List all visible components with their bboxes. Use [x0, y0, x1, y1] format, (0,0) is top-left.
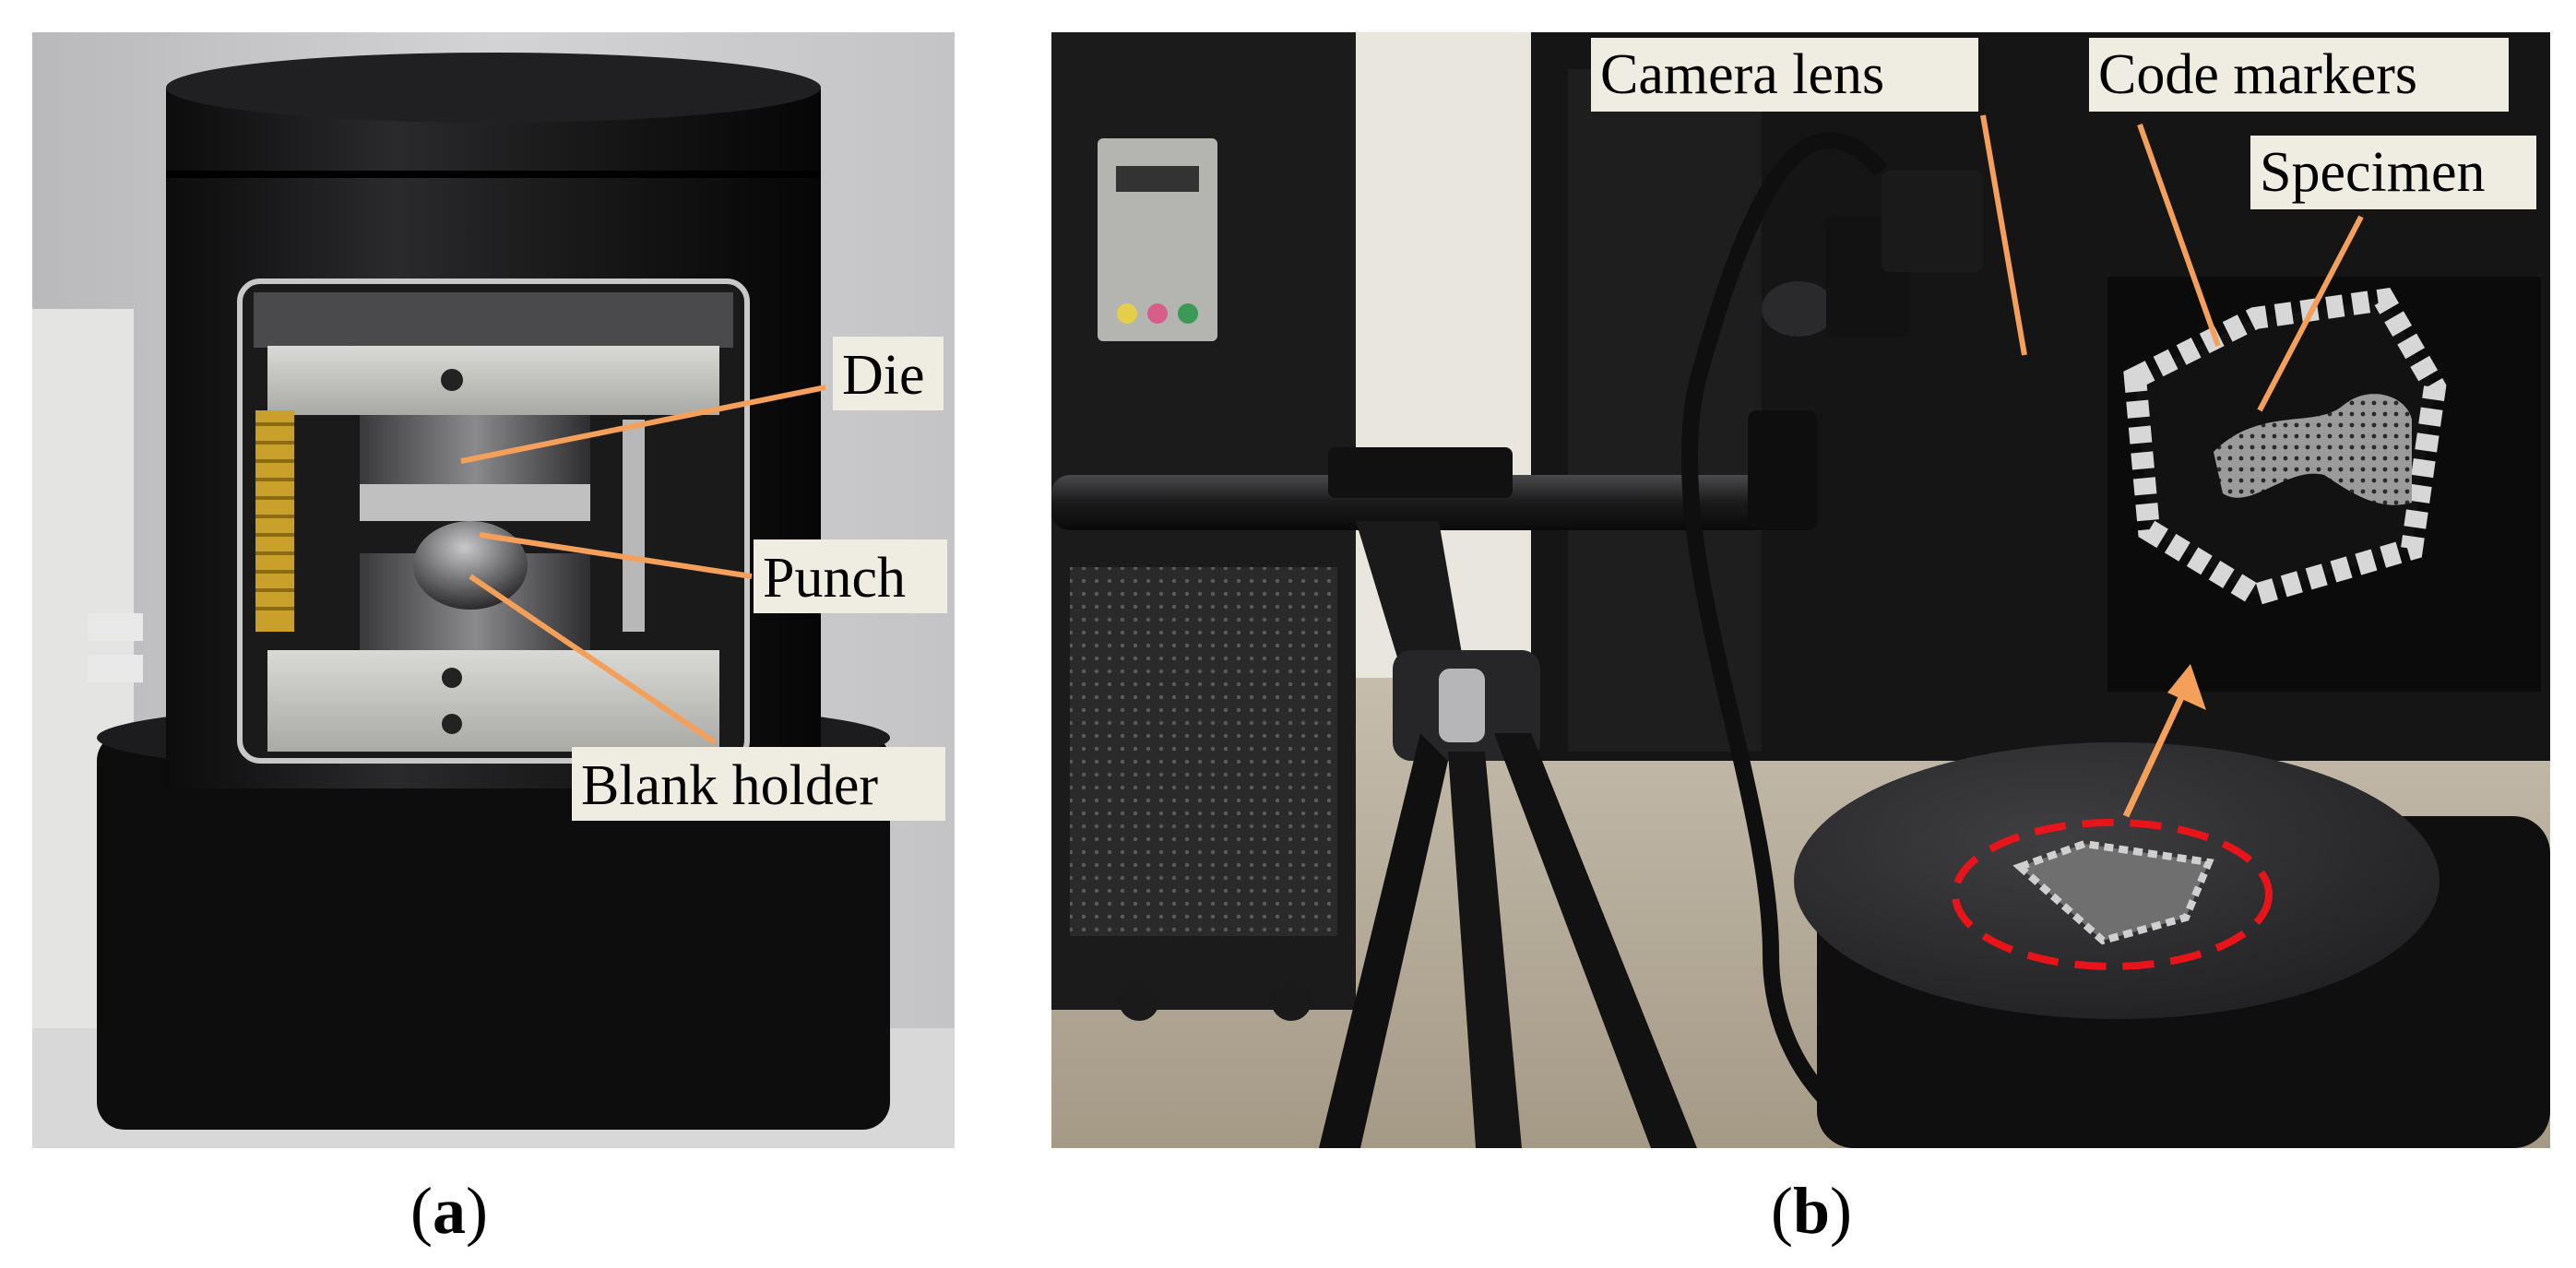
blank-holder-label: Blank holder: [581, 754, 878, 817]
caption-b: (b): [1771, 1174, 1853, 1248]
blank-holder-leader-line: [469, 574, 717, 745]
die-leader-line: [460, 385, 826, 464]
inset-arrowhead: [2167, 664, 2206, 710]
punch-leader-line: [479, 532, 753, 579]
die-label: Die: [842, 344, 925, 407]
specimen-highlight-circle: [1952, 819, 2273, 970]
inset-arrow: [2122, 676, 2194, 818]
photo-panel-a: Die Punch Blank holder: [32, 32, 955, 1148]
code-markers-leader-line: [2137, 123, 2221, 348]
dic-measurement-setup-photo: Camera lens Code markers Specimen: [1051, 32, 2550, 1148]
caption-a-letter: a: [432, 1174, 466, 1248]
die-assembly-photo: Die Punch Blank holder: [32, 32, 955, 1148]
specimen-leader-line: [2257, 215, 2364, 412]
code-markers-label: Code markers: [2098, 43, 2417, 106]
photo-panel-b: Camera lens Code markers Specimen: [1051, 32, 2550, 1148]
specimen-inset-image: [2107, 277, 2541, 692]
caption-a: (a): [410, 1174, 488, 1248]
camera-lens-label: Camera lens: [1600, 43, 1884, 106]
punch-label: Punch: [763, 547, 906, 610]
camera-lens-leader-line: [1980, 114, 2027, 356]
specimen-label: Specimen: [2260, 141, 2486, 204]
caption-b-letter: b: [1792, 1174, 1831, 1248]
